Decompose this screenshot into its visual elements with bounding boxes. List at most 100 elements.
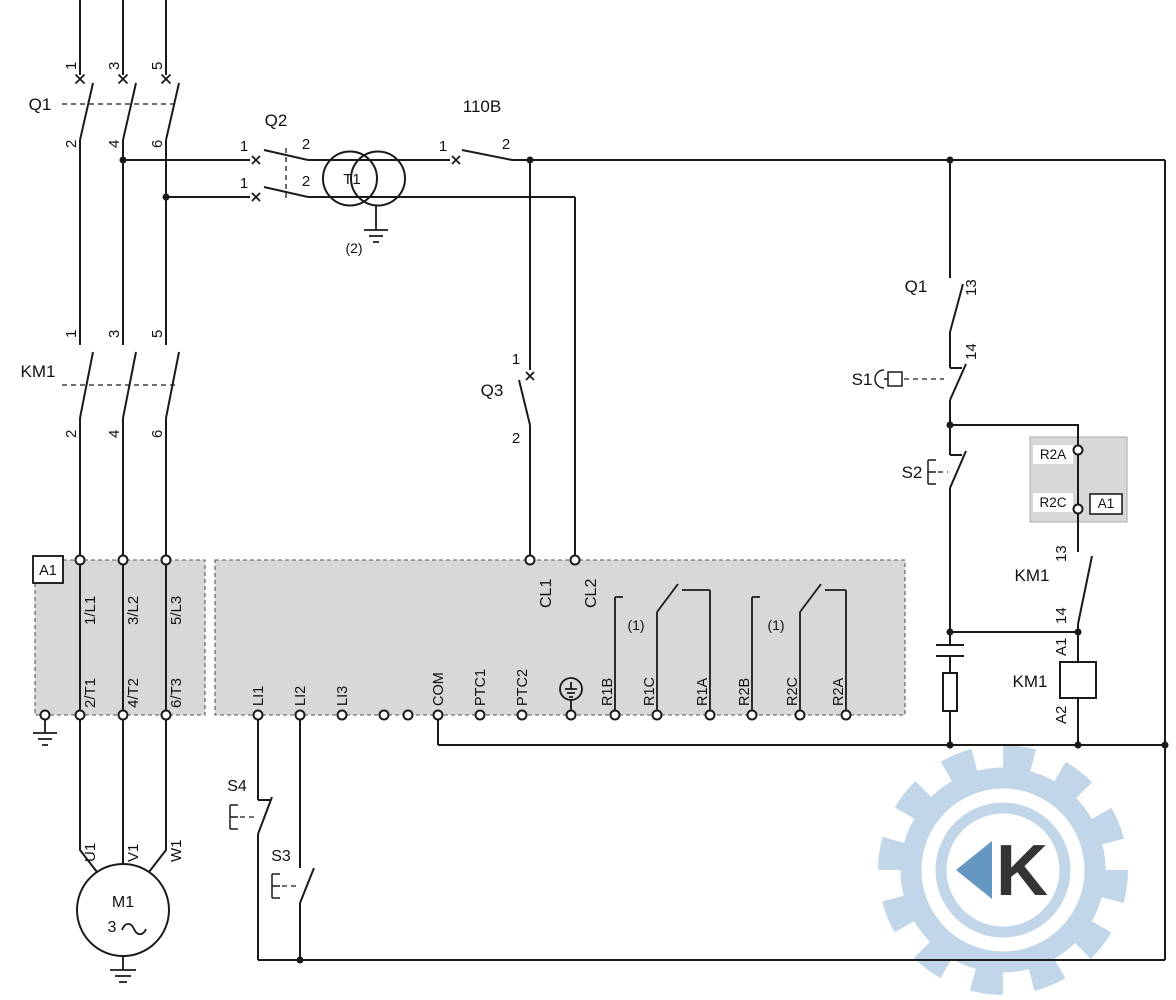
q3-top: 1 xyxy=(512,351,520,368)
earth-terminal-icon xyxy=(565,682,577,710)
tag-r2a xyxy=(1033,445,1073,464)
cl2-label: CL2 xyxy=(583,579,600,608)
term-r2b: R2B xyxy=(737,678,753,706)
q1-pole1-bottom: 2 xyxy=(63,140,80,148)
relay2-note: (1) xyxy=(767,617,784,633)
q3-switch: Q3 1 2 xyxy=(481,351,535,447)
main-contactor-km1: KM1 1 3 5 2 4 6 xyxy=(21,330,180,438)
q2-p1-1: 1 xyxy=(240,138,248,155)
voltage-label: 110B xyxy=(463,97,501,116)
ground-symbol xyxy=(110,956,136,983)
resistor-icon xyxy=(942,672,958,712)
km1-coil: A1 KM1 A2 xyxy=(1013,638,1097,724)
relay-detail-ref-label: A1 xyxy=(1098,496,1115,511)
q2-label: Q2 xyxy=(265,111,288,130)
term-li2: LI2 xyxy=(293,686,309,706)
relay-detail-bottom-label: R2C xyxy=(1039,495,1066,510)
s3-button: S3 xyxy=(271,848,315,904)
term-2T1: 2/T1 xyxy=(82,678,99,708)
tag-r2c xyxy=(1033,493,1073,512)
watermark-gear-logo: K xyxy=(878,745,1128,995)
term-ptc2: PTC2 xyxy=(515,669,531,706)
sw-1: 1 xyxy=(439,138,447,155)
km1-aux-13: 13 xyxy=(1053,545,1070,562)
q1-aux-14: 14 xyxy=(963,343,980,360)
q3-label: Q3 xyxy=(481,381,504,400)
q1-aux-13: 13 xyxy=(963,279,980,296)
coil-icon xyxy=(1059,661,1097,699)
term-r1a: R1A xyxy=(695,677,711,706)
terminal-circles xyxy=(39,444,1084,721)
term-6T3: 6/T3 xyxy=(168,678,185,708)
device-ref-label: A1 xyxy=(39,563,57,579)
term-r2c: R2C xyxy=(785,677,801,706)
term-4T2: 4/T2 xyxy=(125,678,142,708)
km1-aux-14: 14 xyxy=(1053,607,1070,624)
main-breaker-q1: Q1 1 3 5 2 4 6 xyxy=(29,62,180,148)
ground-symbol xyxy=(364,205,388,243)
s2-button: S2 xyxy=(902,450,967,489)
term-1L1: 1/L1 xyxy=(82,596,99,625)
term-li1: LI1 xyxy=(251,686,267,706)
breaker-x-mark xyxy=(451,155,461,165)
s4-label: S4 xyxy=(227,778,247,795)
term-ptc1: PTC1 xyxy=(473,669,489,706)
km1-pole1-bottom: 2 xyxy=(63,430,80,438)
latch-box-icon xyxy=(887,371,903,387)
q1-aux-label: Q1 xyxy=(905,277,928,296)
motor-term-u1: U1 xyxy=(82,843,99,862)
pe-ground-symbol xyxy=(33,720,57,746)
term-r2a: R2A xyxy=(831,677,847,706)
relay-detail-top-label: R2A xyxy=(1040,447,1066,462)
junction-dots xyxy=(119,156,1169,964)
motor-term-v1: V1 xyxy=(125,844,142,862)
km1-pole2-top: 3 xyxy=(106,330,123,338)
motor-label: M1 xyxy=(112,894,134,911)
control-voltage-switch: 110B 1 2 xyxy=(439,97,513,165)
term-3L2: 3/L2 xyxy=(125,596,142,625)
s1-label: S1 xyxy=(852,370,873,389)
q1-pole3-top: 5 xyxy=(149,62,166,70)
device-ref-box xyxy=(32,555,64,584)
ac-wave-icon xyxy=(121,922,147,936)
q1-pole3-bottom: 6 xyxy=(149,140,166,148)
term-li3: LI3 xyxy=(335,686,351,706)
breaker-x-marks xyxy=(251,155,261,202)
q1-label: Q1 xyxy=(29,95,52,114)
km1-coil-a1: A1 xyxy=(1053,638,1070,656)
pushbutton-actuator-icon xyxy=(927,459,936,485)
motor-phases: 3 xyxy=(108,919,117,936)
km1-aux-contact: 13 KM1 14 xyxy=(1015,545,1093,625)
control-breaker-q2: Q2 1 2 1 2 xyxy=(240,111,310,202)
tag-a1-box xyxy=(1089,493,1123,515)
rc-snubber xyxy=(936,644,964,712)
term-com: COM xyxy=(431,672,447,706)
s3-label: S3 xyxy=(271,848,291,865)
pushbutton-actuator-icon xyxy=(271,873,280,899)
transformer-t1: T1 (2) xyxy=(322,150,406,256)
km1-label: KM1 xyxy=(21,362,56,381)
q1-pole2-bottom: 4 xyxy=(106,140,123,148)
q1-aux-contact: Q1 13 14 xyxy=(905,277,980,360)
relay-detail-box: R2A R2C A1 xyxy=(1029,436,1128,523)
sw-2: 2 xyxy=(502,136,510,153)
motor-m1: M1 3 U1 V1 W1 xyxy=(76,840,185,983)
wiring-lines xyxy=(79,0,1166,961)
km1-pole1-top: 1 xyxy=(63,330,80,338)
term-r1c: R1C xyxy=(642,677,658,706)
softstarter-block: A1 xyxy=(32,555,906,716)
km1-aux-label: KM1 xyxy=(1015,566,1050,585)
watermark-letter: K xyxy=(996,831,1048,911)
km1-pole2-bottom: 4 xyxy=(106,430,123,438)
mushroom-head-icon xyxy=(874,369,888,389)
cl1-label: CL1 xyxy=(538,579,555,608)
relay1-note: (1) xyxy=(627,617,644,633)
term-r1b: R1B xyxy=(600,678,616,706)
km1-pole3-bottom: 6 xyxy=(149,430,166,438)
km1-coil-a2: A2 xyxy=(1053,706,1070,724)
t1-label: T1 xyxy=(343,171,361,188)
s1-emergency-button: S1 xyxy=(852,363,967,401)
km1-coil-label: KM1 xyxy=(1013,672,1048,691)
